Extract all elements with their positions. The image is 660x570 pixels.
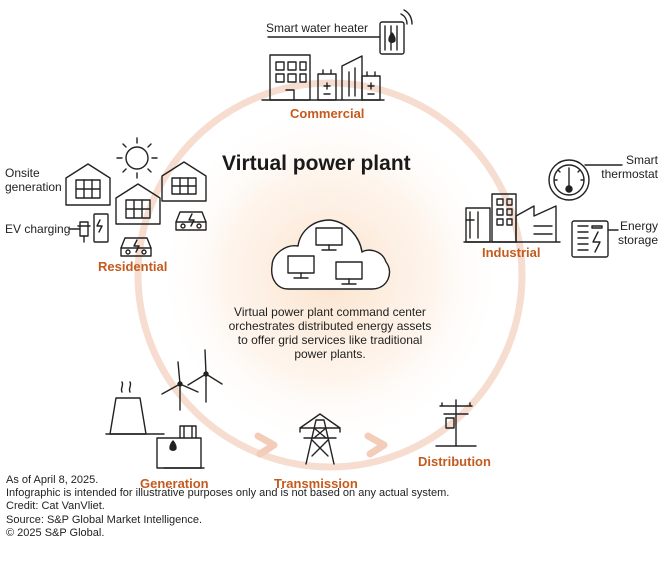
power-plant-icon xyxy=(105,381,205,469)
category-transmission: Transmission xyxy=(274,476,358,491)
wind-turbine-icon xyxy=(161,361,199,411)
transmission-tower-icon xyxy=(299,413,341,465)
label-energy-storage-line1: Energy xyxy=(619,219,658,233)
water-heater-icon xyxy=(379,9,413,55)
category-commercial: Commercial xyxy=(290,106,365,121)
wind-turbine-icon xyxy=(187,349,223,403)
thermostat-icon xyxy=(548,159,590,201)
label-onsite-generation-line2: generation xyxy=(5,180,62,194)
label-ev-charging: EV charging xyxy=(5,222,71,236)
cloud-command-center-icon xyxy=(271,219,391,290)
label-smart-thermostat-line1: Smart xyxy=(625,153,658,167)
footnote-source: Source: S&P Global Market Intelligence. xyxy=(6,513,203,526)
utility-pole-icon xyxy=(435,399,477,447)
label-onsite-generation-line1: Onsite xyxy=(5,166,40,180)
flow-arrow-icon xyxy=(254,432,388,458)
vpp-ring xyxy=(134,79,526,471)
footnote-copyright: © 2025 S&P Global. xyxy=(6,526,105,539)
electric-car-icon xyxy=(175,211,207,231)
label-energy-storage-line2: storage xyxy=(617,233,658,247)
footnotes: As of April 8, 2025. Infographic is inte… xyxy=(6,474,449,540)
monitor-icon xyxy=(335,261,363,285)
page-title: Virtual power plant xyxy=(222,152,411,175)
ev-charger-icon xyxy=(77,213,109,243)
sun-icon xyxy=(116,137,158,179)
footnote-credit: Credit: Cat VanVliet. xyxy=(6,500,105,513)
category-distribution: Distribution xyxy=(418,454,491,469)
factory-icon xyxy=(463,193,561,243)
category-residential: Residential xyxy=(98,259,168,274)
electric-car-icon xyxy=(120,237,152,257)
monitor-icon xyxy=(287,255,315,279)
label-smart-thermostat-line2: thermostat xyxy=(601,167,658,181)
footnote-date: As of April 8, 2025. xyxy=(6,474,99,486)
label-smart-water-heater: Smart water heater xyxy=(266,21,369,35)
solar-house-icon xyxy=(65,163,111,206)
center-description: Virtual power plant command center orche… xyxy=(228,305,432,361)
category-industrial: Industrial xyxy=(482,245,541,260)
solar-house-icon xyxy=(115,183,161,225)
footnote-disclaimer: Infographic is intended for illustrative… xyxy=(6,487,450,500)
office-buildings-icon xyxy=(261,54,385,101)
energy-storage-icon xyxy=(571,220,609,258)
category-generation: Generation xyxy=(140,476,209,491)
monitor-icon xyxy=(315,227,343,251)
solar-house-icon xyxy=(161,161,207,202)
